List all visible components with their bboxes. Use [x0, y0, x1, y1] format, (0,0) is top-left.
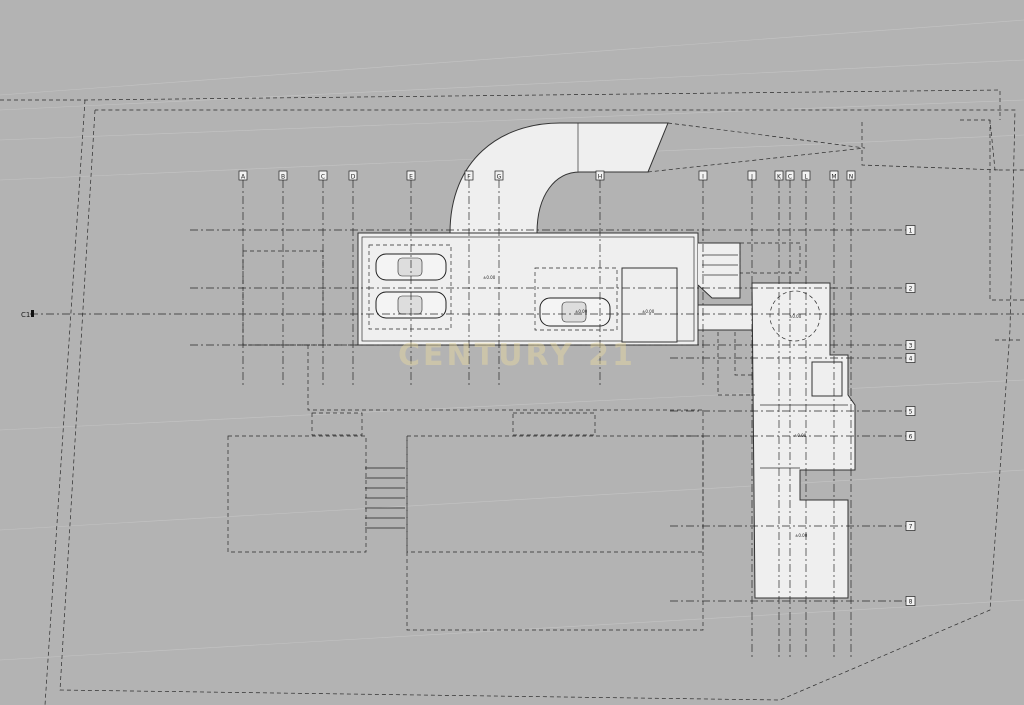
column-axis-4: D	[348, 170, 358, 388]
column-axis-10: J	[747, 170, 757, 660]
column-axis-6: F	[464, 170, 474, 388]
column-axis-3: C	[318, 170, 328, 388]
column-axis-14: M	[829, 170, 839, 660]
level-mark-6: ±0.00	[575, 309, 588, 314]
level-marks: ±0.00 ±0.00 ±0.00 ±0.00 ±0.00 ±0.00	[483, 275, 808, 538]
column-axis-label: J	[750, 174, 753, 181]
level-mark-3: ±0.00	[789, 314, 802, 319]
row-axis-7: 7	[670, 521, 916, 531]
column-axis-label: E	[409, 174, 413, 181]
column-axis-label: D	[351, 174, 356, 181]
row-axis-3: 3	[190, 340, 916, 350]
site-boundary	[0, 89, 1024, 705]
row-axis-label: 5	[909, 409, 913, 416]
row-axis-label: 7	[909, 524, 913, 531]
garage	[242, 232, 699, 346]
column-axis-label: G	[497, 174, 502, 181]
row-axis-label: 4	[909, 356, 913, 363]
row-axis-2: 2	[190, 283, 916, 293]
column-axis-label: H	[598, 174, 603, 181]
level-mark-1: ±0.00	[483, 275, 496, 280]
staircase	[697, 242, 801, 299]
column-axis-11: K	[774, 170, 784, 660]
column-axis-label: L	[804, 174, 808, 181]
ramp	[449, 122, 1001, 234]
row-axis-5: 5	[670, 406, 916, 416]
right-wing	[697, 282, 856, 599]
column-axis-9: I	[698, 170, 708, 388]
background-hatch-lines	[0, 19, 1024, 661]
row-axis-label: 2	[909, 286, 913, 293]
car-3	[539, 297, 611, 327]
column-axis-8: H	[595, 170, 605, 388]
column-axis-label: F	[467, 174, 471, 181]
row-axis-label: 3	[909, 343, 913, 350]
column-axis-label: I	[702, 174, 704, 181]
row-axis-8: 8	[670, 596, 916, 606]
column-axis-13: C	[785, 170, 795, 660]
level-mark-2: ±0.00	[642, 309, 655, 314]
section-marker: C1	[21, 310, 1024, 319]
row-axis-1: 1	[190, 225, 916, 235]
column-axis-label: K	[777, 174, 782, 181]
level-mark-5: ±0.00	[795, 533, 808, 538]
lower-outlines	[227, 345, 704, 631]
column-axis-7: G	[494, 170, 504, 388]
row-axis-6: 6	[670, 431, 916, 441]
watermark: CENTURY 21	[398, 338, 636, 373]
row-axis-label: 1	[909, 228, 913, 235]
column-axis-label: C	[788, 174, 792, 181]
row-axis-4: 4	[670, 353, 916, 363]
column-axis-5: E	[406, 170, 416, 388]
row-axis-label: 6	[909, 434, 913, 441]
column-axis-label: N	[849, 174, 854, 181]
column-axis-2: B	[278, 170, 288, 388]
column-axis-label: A	[241, 174, 246, 181]
column-axis-15: N	[846, 170, 856, 660]
row-axis-label: 8	[909, 599, 913, 606]
level-mark-4: ±0.00	[794, 433, 807, 438]
column-axis-label: B	[281, 174, 285, 181]
column-axis-1: A	[238, 170, 248, 388]
column-axis-12: L	[801, 170, 811, 660]
column-axis-label: M	[831, 174, 836, 181]
row-axes: 1 2 3 4 5 6 7 8	[190, 225, 916, 606]
section-marker-label: C1	[21, 311, 30, 319]
column-axis-label: C	[321, 174, 325, 181]
